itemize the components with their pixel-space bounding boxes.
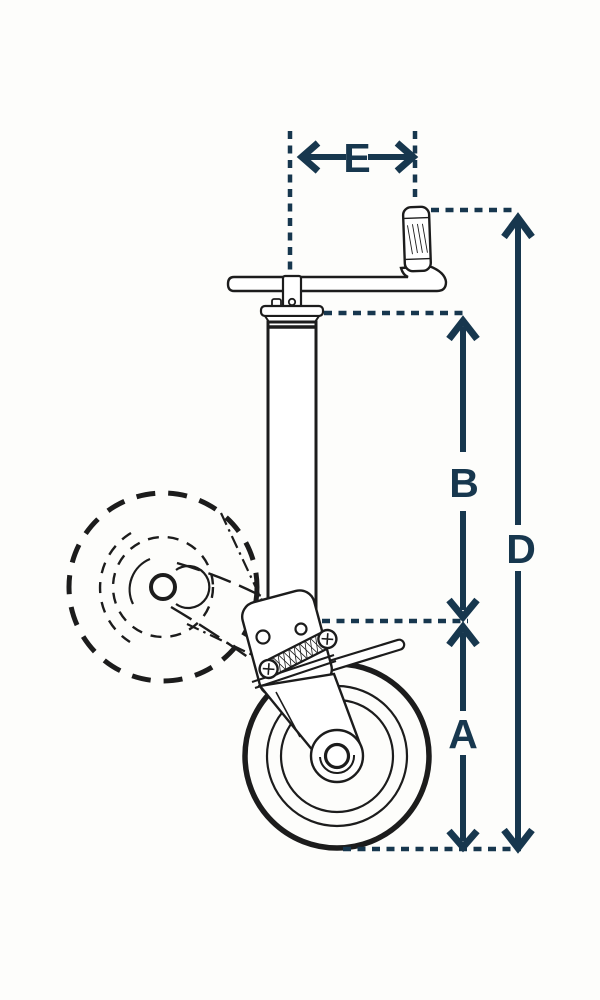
dim-d-arrowhead-top (501, 212, 535, 240)
grip-knurling (407, 223, 428, 255)
tube-top-cap (259, 304, 325, 318)
hub-arc (319, 754, 356, 774)
crank-grip (401, 205, 432, 273)
dim-d-arrowhead-bottom (501, 827, 535, 854)
dim-b-label: B (449, 460, 479, 506)
phantom-fork-upper-edge (176, 561, 268, 601)
dim-d-label: D (506, 526, 536, 572)
phantom-tire-outline (66, 490, 260, 684)
clamp-spring-assembly (258, 628, 338, 680)
dim-e-arrowhead-right (394, 140, 419, 174)
dim-e-label: E (343, 135, 370, 181)
dim-a-label: A (448, 711, 478, 757)
bracket-hole-left (255, 629, 271, 645)
outer-tube (266, 320, 318, 624)
spring-bolt-right-cross (321, 633, 334, 645)
fork-inner-contour (275, 691, 301, 738)
outer-tube-assembly (259, 298, 325, 624)
spring-crosshatch (272, 635, 324, 676)
spring-bolt-left-cross (262, 663, 275, 675)
phantom-rim-outline (111, 535, 215, 639)
phantom-hub-arc (175, 564, 211, 610)
dim-b-arrowhead-bottom (446, 597, 480, 623)
phantom-axle-hole (149, 573, 177, 601)
crank-handle (226, 205, 448, 314)
dim-e-arrowhead-left (296, 140, 321, 174)
wheel-fork (257, 672, 365, 784)
dimension-e: E (287, 131, 419, 274)
dim-b-arrowhead-top (446, 315, 480, 342)
bracket-hole-right (294, 622, 308, 636)
dimension-d: D (431, 207, 536, 854)
phantom-fork-lower-edge (170, 605, 264, 669)
dimension-a: A (343, 621, 521, 853)
phantom-raised-wheel (66, 490, 268, 684)
dim-a-arrowhead-top (446, 621, 480, 648)
axle-bolt (323, 742, 351, 770)
phantom-hub-arc-outer (128, 557, 151, 605)
dimension-b: B (322, 310, 480, 624)
phantom-rim-arc (98, 531, 132, 644)
swivel-axis-centerline (220, 512, 266, 608)
